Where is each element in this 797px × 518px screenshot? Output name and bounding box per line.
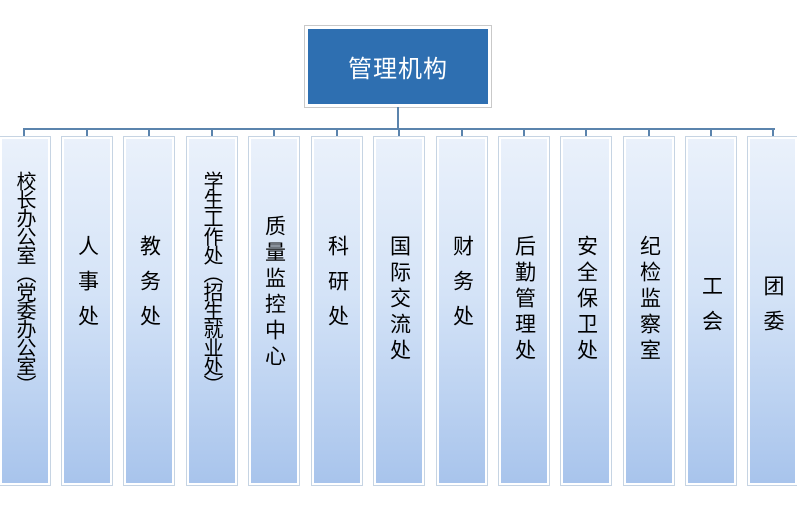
dept-label: 国际交流处	[387, 235, 412, 365]
root-node-label: 管理机构	[348, 55, 448, 83]
dept-label: 教务处	[137, 235, 162, 340]
dept-drop-line	[461, 128, 463, 137]
dept-drop-line	[398, 128, 400, 137]
dept-drop-line	[336, 128, 338, 137]
root-stem-line	[397, 107, 399, 129]
dept-drop-line	[710, 128, 712, 137]
dept-label: 工会	[699, 275, 724, 345]
dept-label: 安全保卫处	[574, 235, 599, 365]
dept-node-international: 国际交流处	[373, 136, 425, 486]
dept-node-league: 团委	[747, 136, 797, 486]
dept-drop-line	[772, 128, 774, 137]
dept-drop-line	[86, 128, 88, 137]
dept-drop-line	[523, 128, 525, 137]
dept-label: 后勤管理处	[512, 235, 537, 365]
dept-label: 科研处	[325, 235, 350, 340]
dept-label: 财务处	[450, 235, 475, 340]
dept-node-academic: 教务处	[123, 136, 175, 486]
dept-label: 学生工作处（招生就业处）	[200, 171, 224, 393]
dept-node-quality: 质量监控中心	[248, 136, 300, 486]
dept-label: 人事处	[75, 235, 100, 340]
dept-drop-line	[23, 128, 25, 137]
root-node: 管理机构	[304, 25, 492, 108]
dept-node-logistics: 后勤管理处	[498, 136, 550, 486]
dept-drop-line	[148, 128, 150, 137]
dept-node-finance: 财务处	[436, 136, 488, 486]
dept-label: 质量监控中心	[262, 215, 287, 371]
dept-drop-line	[648, 128, 650, 137]
dept-node-discipline: 纪检监察室	[623, 136, 675, 486]
dept-drop-line	[273, 128, 275, 137]
dept-drop-line	[585, 128, 587, 137]
dept-node-union: 工会	[685, 136, 737, 486]
dept-drop-line	[211, 128, 213, 137]
dept-node-research: 科研处	[311, 136, 363, 486]
dept-node-student-affairs: 学生工作处（招生就业处）	[186, 136, 238, 486]
dept-node-office: 校长办公室（党委办公室）	[0, 136, 51, 486]
dept-node-security: 安全保卫处	[560, 136, 612, 486]
dept-label: 纪检监察室	[637, 235, 662, 365]
dept-label: 校长办公室（党委办公室）	[13, 171, 37, 393]
dept-label: 团委	[761, 275, 785, 345]
dept-node-personnel: 人事处	[61, 136, 113, 486]
